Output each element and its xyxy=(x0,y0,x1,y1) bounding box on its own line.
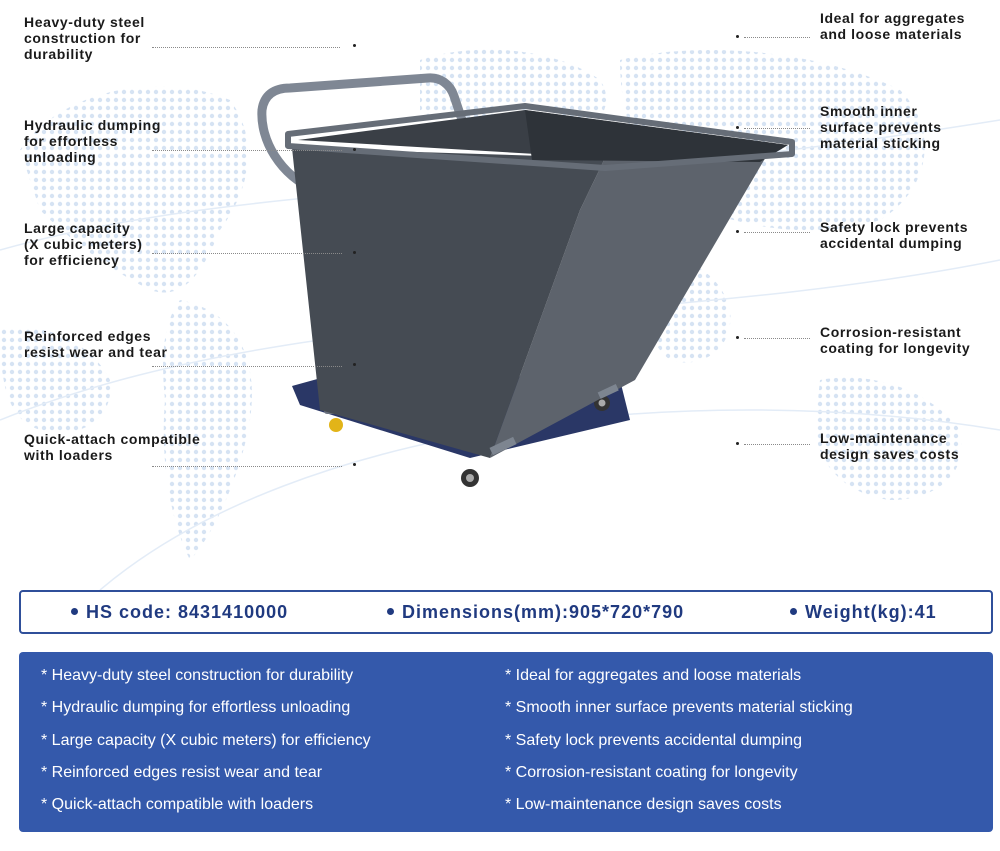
features-right-column: * Ideal for aggregates and loose materia… xyxy=(505,666,853,827)
leader-dot xyxy=(736,230,739,233)
leader-line xyxy=(744,128,810,129)
callout-corrosion-resistant: Corrosion-resistant coating for longevit… xyxy=(820,324,971,356)
leader-dot xyxy=(736,442,739,445)
leader-dot xyxy=(736,35,739,38)
tipping-hopper-product-image xyxy=(257,73,795,487)
callout-hydraulic-dumping: Hydraulic dumping for effortless unloadi… xyxy=(24,117,161,165)
leader-line xyxy=(152,253,342,254)
callout-low-maintenance: Low-maintenance design saves costs xyxy=(820,430,960,462)
spec-weight-text: Weight(kg):41 xyxy=(805,602,937,622)
callout-ideal-aggregates: Ideal for aggregates and loose materials xyxy=(820,10,966,42)
callout-quick-attach: Quick-attach compatible with loaders xyxy=(24,431,201,463)
feature-item: * Large capacity (X cubic meters) for ef… xyxy=(41,731,371,749)
spec-bar: HS code: 8431410000 Dimensions(mm):905*7… xyxy=(19,590,993,634)
bullet-icon xyxy=(790,607,797,615)
spec-weight: Weight(kg):41 xyxy=(790,602,937,623)
leader-dot xyxy=(353,363,356,366)
features-left-column: * Heavy-duty steel construction for dura… xyxy=(41,666,371,827)
leader-dot xyxy=(736,336,739,339)
feature-item: * Heavy-duty steel construction for dura… xyxy=(41,667,354,684)
features-panel: * Heavy-duty steel construction for dura… xyxy=(19,652,993,832)
leader-dot xyxy=(353,251,356,254)
feature-item: * Reinforced edges resist wear and tear xyxy=(41,763,323,781)
leader-dot xyxy=(353,44,356,47)
feature-item: * Smooth inner surface prevents material… xyxy=(505,699,853,717)
bullet-icon xyxy=(387,607,394,615)
bullet-icon xyxy=(71,607,78,615)
feature-item: * Quick-attach compatible with loaders xyxy=(41,796,314,814)
leader-dot xyxy=(353,148,356,151)
leader-line xyxy=(744,37,810,38)
leader-line xyxy=(744,338,810,339)
leader-line xyxy=(744,444,810,445)
leader-line xyxy=(152,366,342,367)
leader-line xyxy=(152,466,342,467)
callout-safety-lock: Safety lock prevents accidental dumping xyxy=(820,219,969,251)
feature-item: * Low-maintenance design saves costs xyxy=(505,796,782,814)
feature-item: * Safety lock prevents accidental dumpin… xyxy=(505,731,803,749)
leader-line xyxy=(152,47,340,48)
spec-dimensions: Dimensions(mm):905*720*790 xyxy=(387,602,684,623)
leader-line xyxy=(152,150,342,151)
callout-heavy-duty-steel: Heavy-duty steel construction for durabi… xyxy=(24,14,145,62)
callout-reinforced-edges: Reinforced edges resist wear and tear xyxy=(24,328,168,360)
leader-dot xyxy=(736,126,739,129)
feature-item: * Ideal for aggregates and loose materia… xyxy=(505,667,802,684)
spec-dimensions-text: Dimensions(mm):905*720*790 xyxy=(402,602,685,622)
leader-line xyxy=(744,232,810,233)
leader-dot xyxy=(353,463,356,466)
spec-hs-code: HS code: 8431410000 xyxy=(71,602,288,623)
spec-hs-code-text: HS code: 8431410000 xyxy=(86,602,289,622)
callout-large-capacity: Large capacity (X cubic meters) for effi… xyxy=(24,220,143,268)
feature-item: * Corrosion-resistant coating for longev… xyxy=(505,763,798,781)
feature-item: * Hydraulic dumping for effortless unloa… xyxy=(41,699,351,717)
callout-smooth-inner-surface: Smooth inner surface prevents material s… xyxy=(820,103,942,151)
